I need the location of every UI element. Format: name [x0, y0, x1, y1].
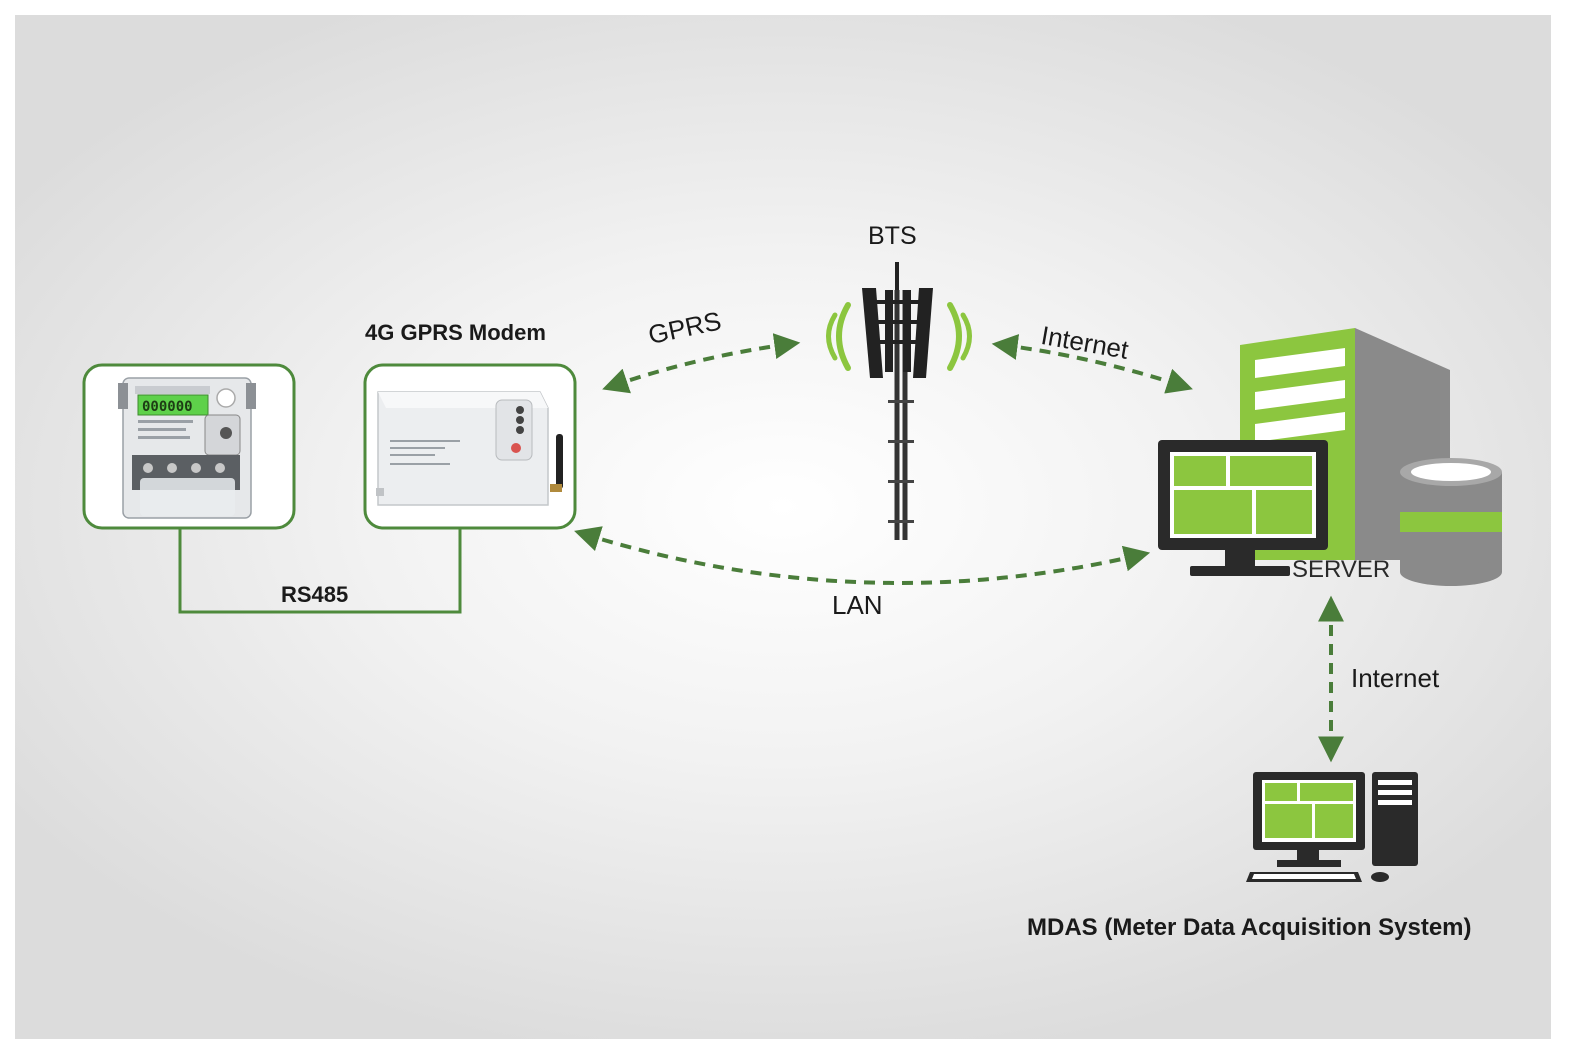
internet-link-arrow-top [991, 334, 1193, 394]
cell-tower-icon [826, 262, 972, 540]
modem-label: 4G GPRS Modem [365, 320, 546, 345]
gprs-link-arrow [602, 333, 801, 394]
internet-label-vertical: Internet [1351, 663, 1440, 693]
lan-label: LAN [832, 590, 883, 620]
mdas-label: MDAS (Meter Data Acquisition System) [1027, 914, 1472, 941]
desktop-computer-icon [1246, 772, 1418, 882]
server-label: SERVER [1292, 556, 1391, 583]
rs485-connection [178, 528, 462, 614]
bts-label: BTS [868, 222, 917, 250]
modem-icon [363, 363, 577, 530]
server-icon [1158, 328, 1450, 576]
energy-meter-icon: 000000 [82, 363, 296, 530]
svg-text:000000: 000000 [142, 399, 193, 415]
database-icon [1400, 458, 1502, 586]
lan-link-arrow [574, 526, 1151, 585]
rs485-label: RS485 [281, 582, 349, 607]
